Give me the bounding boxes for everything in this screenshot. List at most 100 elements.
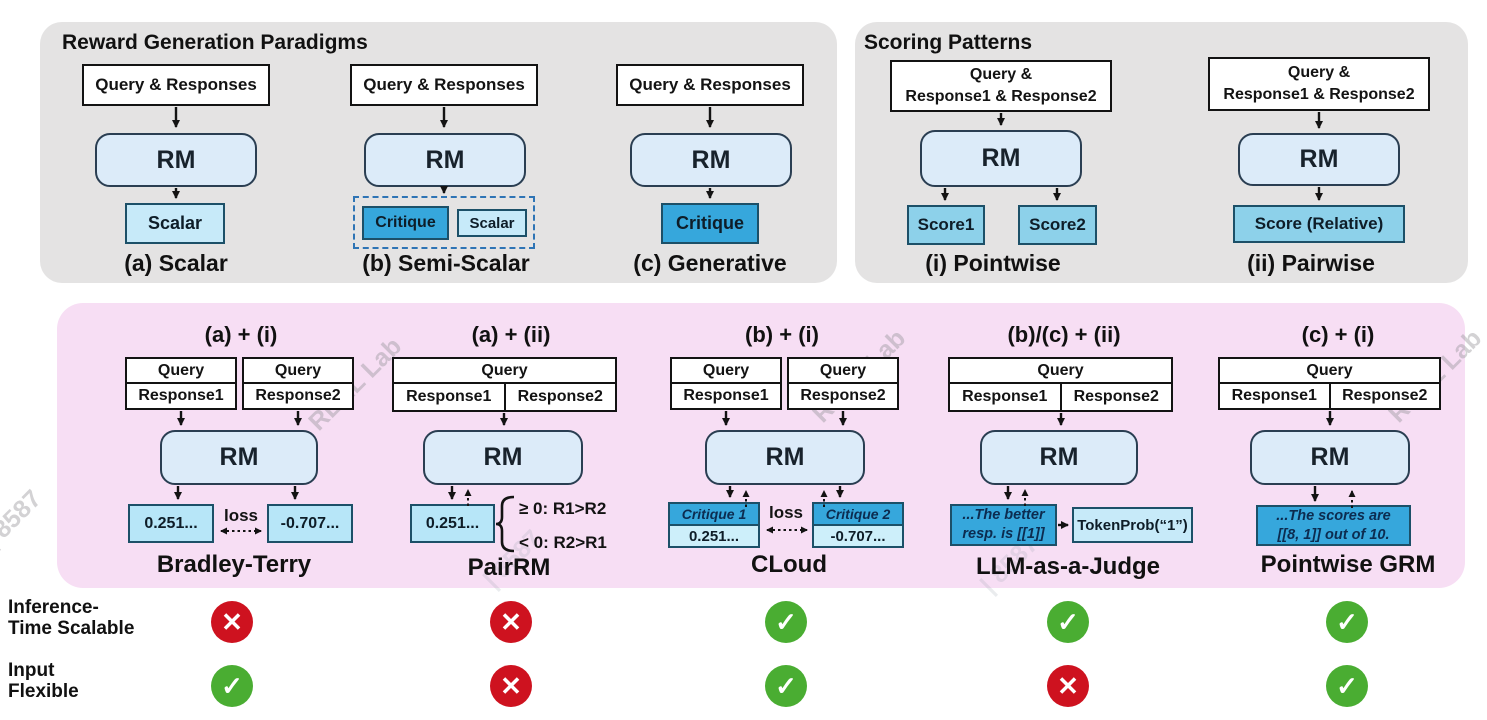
method-header-judge: (b)/(c) + (ii) [1007, 322, 1121, 347]
input-query-responses: Query Response1 Response2 [392, 357, 617, 412]
scalar-box-b: Scalar [457, 209, 527, 237]
query-cell: Query [1220, 359, 1439, 384]
rm-box-a: RM [95, 133, 257, 187]
response1-cell: Response1 [406, 388, 492, 405]
query-cell: Query [244, 359, 352, 384]
value2-cell: -0.707... [814, 526, 902, 546]
condition-lt: < 0: R2>R1 [519, 533, 607, 552]
caption-a-scalar: (a) Scalar [124, 250, 228, 276]
method-header-cloud: (b) + (i) [745, 322, 819, 347]
input-query-response2: Query Response2 [787, 357, 899, 410]
criterion-inference-time-scalable: Inference- Time Scalable [8, 597, 134, 639]
loss-label: loss [223, 506, 259, 525]
rm-box-judge: RM [980, 430, 1138, 485]
input-box-ii: Query & Response1 & Response2 [1208, 57, 1430, 111]
query-cell: Query [127, 359, 235, 384]
response1-cell: Response1 [683, 387, 769, 404]
cross-icon: ✕ [490, 601, 532, 643]
critique1-cell: Critique 1 [670, 504, 758, 526]
criterion-line2: Time Scalable [8, 618, 135, 639]
judge-output-line1: ...The better [962, 507, 1045, 524]
critique-box-c: Critique [661, 203, 759, 244]
input-query-responses: Query Response1 Response2 [1218, 357, 1441, 410]
query-cell: Query [950, 359, 1171, 384]
critique2-value-box: Critique 2 -0.707... [812, 502, 904, 548]
response1-cell: Response1 [138, 387, 224, 404]
check-icon: ✓ [211, 665, 253, 707]
method-header-bt: (a) + (i) [204, 322, 278, 347]
critique1-value-box: Critique 1 0.251... [668, 502, 760, 548]
input-query-response2: Query Response2 [242, 357, 354, 410]
rm-box-c: RM [630, 133, 792, 187]
rm-box-cloud: RM [705, 430, 865, 485]
rm-box-i: RM [920, 130, 1082, 187]
criterion-line1: Input [8, 660, 55, 681]
input-line1: Query & [969, 66, 1033, 84]
check-icon: ✓ [765, 665, 807, 707]
response2-cell: Response2 [800, 387, 886, 404]
input-box-i: Query & Response1 & Response2 [890, 60, 1112, 112]
reward-value1-box: 0.251... [128, 504, 214, 543]
response2-cell: Response2 [1059, 384, 1172, 410]
score1-box: Score1 [907, 205, 985, 245]
method-label-pairrm: PairRM [467, 554, 551, 581]
method-header-pairrm: (a) + (ii) [471, 322, 551, 347]
rm-box-bt: RM [160, 430, 318, 485]
query-cell: Query [394, 359, 615, 384]
judge-output-line2: resp. is [[1]] [962, 526, 1045, 542]
check-icon: ✓ [1047, 601, 1089, 643]
value1-cell: 0.251... [670, 526, 758, 546]
method-header-grm: (c) + (i) [1301, 322, 1375, 347]
response1-cell: Response1 [962, 388, 1048, 405]
input-box-a: Query & Responses [82, 64, 270, 106]
criterion-line2: Flexible [8, 681, 79, 702]
rm-box-b: RM [364, 133, 526, 187]
response1-cell: Response1 [1231, 387, 1317, 404]
reward-paradigms-title: Reward Generation Paradigms [62, 31, 368, 54]
method-label-llm-judge: LLM-as-a-Judge [975, 553, 1161, 580]
tokenprob-box: TokenProb(“1”) [1072, 507, 1193, 543]
input-box-c: Query & Responses [616, 64, 804, 106]
rm-box-ii: RM [1238, 133, 1400, 186]
response2-cell: Response2 [1328, 384, 1440, 408]
cross-icon: ✕ [490, 665, 532, 707]
check-icon: ✓ [1326, 665, 1368, 707]
method-label-pointwise-grm: Pointwise GRM [1260, 551, 1436, 578]
input-line2: Response1 & Response2 [905, 88, 1097, 105]
caption-c-generative: (c) Generative [633, 250, 787, 276]
caption-i-pointwise: (i) Pointwise [925, 250, 1061, 276]
input-line2: Response1 & Response2 [1223, 86, 1415, 103]
cross-icon: ✕ [1047, 665, 1089, 707]
response2-cell: Response2 [503, 384, 616, 410]
critique-box-b: Critique [362, 206, 449, 240]
method-label-cloud: CLoud [751, 551, 827, 578]
input-query-responses: Query Response1 Response2 [948, 357, 1173, 412]
scalar-box-a: Scalar [125, 203, 225, 244]
criterion-input-flexible: Input Flexible [8, 660, 79, 702]
input-box-b: Query & Responses [350, 64, 538, 106]
cross-icon: ✕ [211, 601, 253, 643]
input-line1: Query & [1287, 64, 1351, 82]
reward-value-box: 0.251... [410, 504, 495, 543]
semi-scalar-group [353, 196, 535, 249]
score-relative-box: Score (Relative) [1233, 205, 1405, 243]
critique2-cell: Critique 2 [814, 504, 902, 526]
check-icon: ✓ [765, 601, 807, 643]
condition-ge: ≥ 0: R1>R2 [519, 499, 607, 518]
check-icon: ✓ [1326, 601, 1368, 643]
score2-box: Score2 [1018, 205, 1097, 245]
caption-ii-pairwise: (ii) Pairwise [1247, 250, 1375, 276]
grm-output-line2: [[8, 1]] out of 10. [1277, 526, 1390, 543]
rm-box-grm: RM [1250, 430, 1410, 485]
caption-b-semi-scalar: (b) Semi-Scalar [362, 250, 530, 276]
input-query-response1: Query Response1 [670, 357, 782, 410]
loss-label: loss [768, 503, 804, 522]
reward-value2-box: -0.707... [267, 504, 353, 543]
scoring-patterns-title: Scoring Patterns [864, 31, 1033, 54]
rm-box-pairrm: RM [423, 430, 583, 485]
criterion-line1: Inference- [8, 597, 99, 618]
input-query-response1: Query Response1 [125, 357, 237, 410]
watermark-code: | 8587 [0, 484, 47, 554]
query-cell: Query [672, 359, 780, 384]
